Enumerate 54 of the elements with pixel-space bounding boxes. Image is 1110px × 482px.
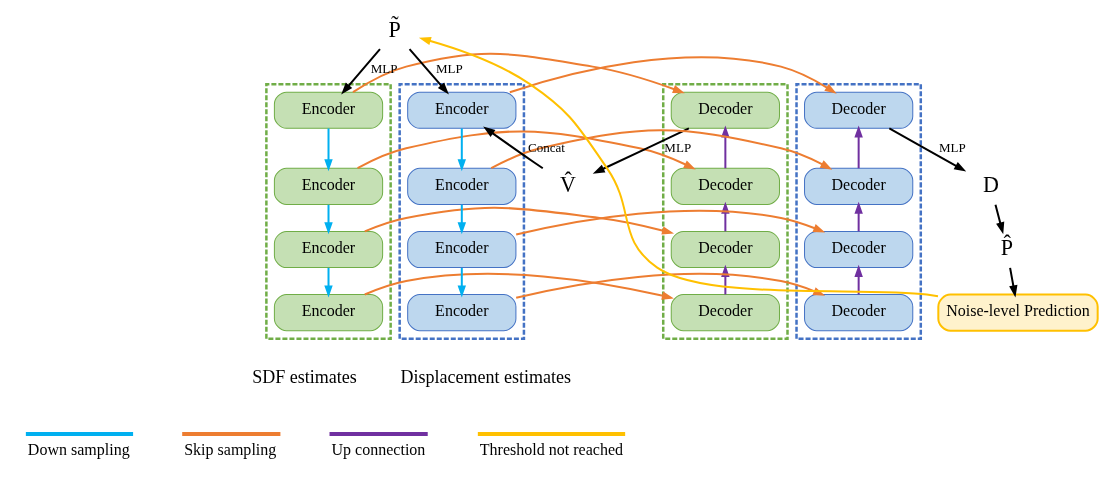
node-box: Encoder [273, 167, 383, 205]
node-box: Encoder [406, 167, 516, 205]
arrow [457, 126, 466, 171]
node-box: Decoder [803, 293, 913, 331]
arrow [323, 266, 333, 297]
node-box: Encoder [406, 230, 516, 268]
arrow [514, 209, 825, 236]
arrow [482, 126, 544, 169]
arrow [592, 126, 690, 174]
node-box: Encoder [273, 293, 383, 331]
node-box: Encoder [406, 293, 516, 331]
arrow [853, 124, 863, 169]
edge-label: MLP [938, 139, 966, 155]
legend-label: Down sampling [27, 440, 130, 458]
edge-label: MLP [370, 60, 398, 76]
node-box: Decoder [803, 91, 913, 129]
node-box: Decoder [803, 230, 913, 268]
node-box: Decoder [670, 91, 780, 129]
legend-label: Up connection [331, 440, 425, 458]
edge-label: MLP [663, 139, 691, 155]
node-box: Decoder [670, 293, 780, 331]
arrow [323, 203, 333, 234]
node-box: Decoder [803, 167, 913, 205]
arrow [1008, 266, 1017, 297]
node-text: P̂ [1000, 234, 1013, 260]
arrow [323, 126, 333, 171]
node-text: V̂ [559, 171, 576, 197]
arrow [408, 47, 449, 94]
arrow [489, 128, 832, 170]
legend-label: Threshold not reached [479, 440, 623, 458]
node-box: Encoder [273, 91, 383, 129]
arrow [351, 52, 685, 93]
arrow [363, 206, 674, 235]
arrow [356, 129, 696, 169]
arrow [457, 203, 466, 234]
arrow [887, 126, 966, 172]
arrow [853, 201, 863, 232]
legend-label: Skip sampling [183, 440, 276, 458]
node-box: Encoder [273, 230, 383, 268]
arrow [994, 203, 1004, 234]
node-box: Decoder [670, 230, 780, 268]
edge-label: MLP [435, 60, 463, 76]
arrow [340, 47, 381, 94]
label: Displacement estimates [400, 366, 571, 387]
arrow [363, 272, 674, 300]
arrow [508, 55, 837, 94]
arrow [457, 266, 466, 297]
node-text: P̃ [388, 16, 401, 42]
node-box: Noise-level Prediction [936, 293, 1099, 332]
node-text: D [982, 171, 999, 197]
label: SDF estimates [251, 366, 357, 387]
node-box: Decoder [670, 167, 780, 205]
arrow [853, 264, 863, 295]
node-box: Encoder [406, 91, 516, 129]
